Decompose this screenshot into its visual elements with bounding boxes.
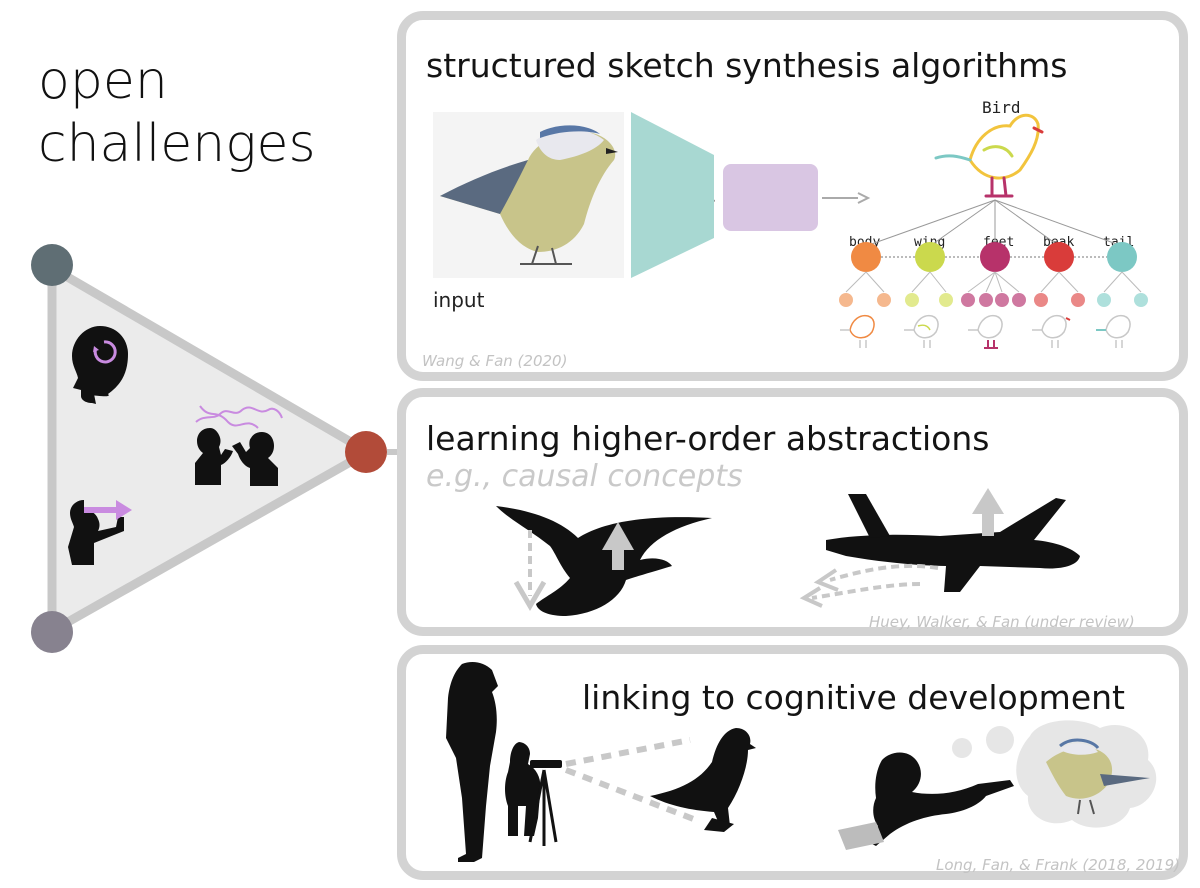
bird-photo-icon xyxy=(433,112,624,278)
panel-title-abstractions: learning higher-order abstractions xyxy=(426,419,990,458)
sightlines xyxy=(564,737,698,823)
vertex-right xyxy=(345,431,387,473)
part-node-wing xyxy=(915,242,945,272)
part-node-tail xyxy=(1107,242,1137,272)
child-drawing-icon xyxy=(838,752,1014,850)
lift-arrows xyxy=(513,522,634,611)
citation-synthesis: Wang & Fan (2020) xyxy=(422,352,568,370)
head-silhouette-icon xyxy=(72,326,128,404)
person-pointing-icon xyxy=(68,500,132,565)
small-bird-photo-icon xyxy=(1046,738,1150,815)
small-bird-sketches xyxy=(840,314,1131,349)
panel-title-synthesis: structured sketch synthesis algorithms xyxy=(426,46,1068,85)
citation-development: Long, Fan, & Frank (2018, 2019) xyxy=(936,856,1180,874)
part-node-beak xyxy=(1044,242,1074,272)
input-label: input xyxy=(433,288,485,312)
vertex-bottom xyxy=(31,611,73,653)
panel-title-development: linking to cognitive development xyxy=(582,678,1125,717)
encoder-block xyxy=(631,112,714,278)
leaf-nodes xyxy=(839,271,1148,307)
title-line-2: challenges xyxy=(38,114,316,174)
airplane-arrows xyxy=(799,488,1004,608)
title-line-1: open xyxy=(38,51,168,111)
airplane-silhouette-icon xyxy=(826,494,1080,592)
page-title: open challenges xyxy=(38,50,316,176)
part-node-feet xyxy=(980,242,1010,272)
birdwatchers-icon xyxy=(446,662,562,862)
gesturing-people-icon xyxy=(195,405,283,486)
part-tree xyxy=(865,199,1123,247)
robin-silhouette-icon xyxy=(650,728,756,832)
decoder-block xyxy=(723,164,818,231)
arrow-icon xyxy=(857,192,871,204)
bird-sketch-icon xyxy=(934,113,1044,198)
bird-silhouette-icon xyxy=(496,506,712,616)
output-label: Bird xyxy=(982,98,1021,117)
part-nodes xyxy=(851,242,1137,272)
citation-abstractions: Huey, Walker, & Fan (under review) xyxy=(869,613,1135,631)
part-node-body xyxy=(851,242,881,272)
panel-subtitle-abstractions: e.g., causal concepts xyxy=(426,459,743,494)
vertex-top xyxy=(31,244,73,286)
